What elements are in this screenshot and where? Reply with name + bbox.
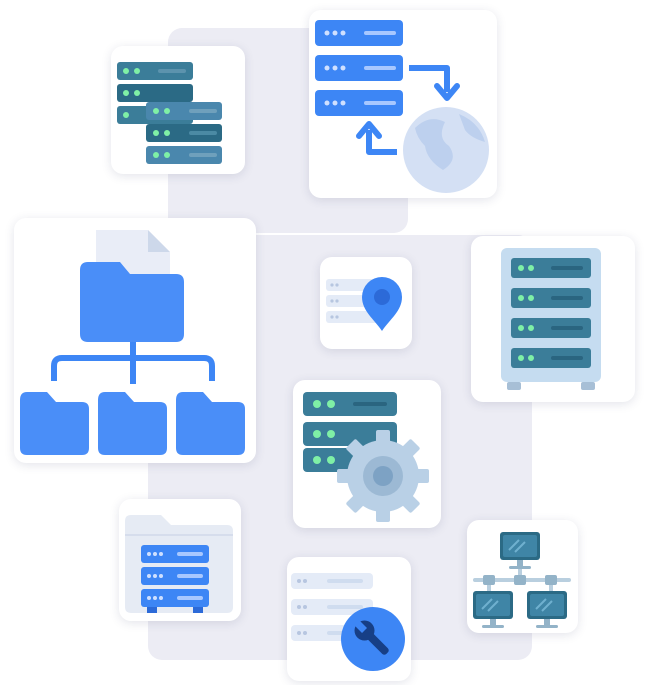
server-settings-card (293, 380, 441, 528)
folder-hierarchy-icon (20, 230, 245, 455)
server-internet-sync-icon (315, 20, 489, 193)
server-rack-icon (501, 248, 601, 390)
folder-server-icon (125, 515, 233, 613)
server-rack-card (471, 236, 635, 402)
folder-server-card (119, 499, 241, 621)
location-server-icon (326, 277, 402, 331)
folder-hierarchy-card (14, 218, 256, 463)
location-card (320, 257, 412, 349)
server-sync-card (309, 10, 497, 198)
computer-network-icon (473, 532, 571, 628)
server-maintenance-icon (291, 573, 405, 671)
server-stack-cluster-icon (117, 62, 222, 164)
server-stack-card (111, 46, 245, 174)
server-settings-icon (303, 392, 429, 522)
server-maintenance-card (287, 557, 411, 681)
computer-network-card (467, 520, 578, 633)
